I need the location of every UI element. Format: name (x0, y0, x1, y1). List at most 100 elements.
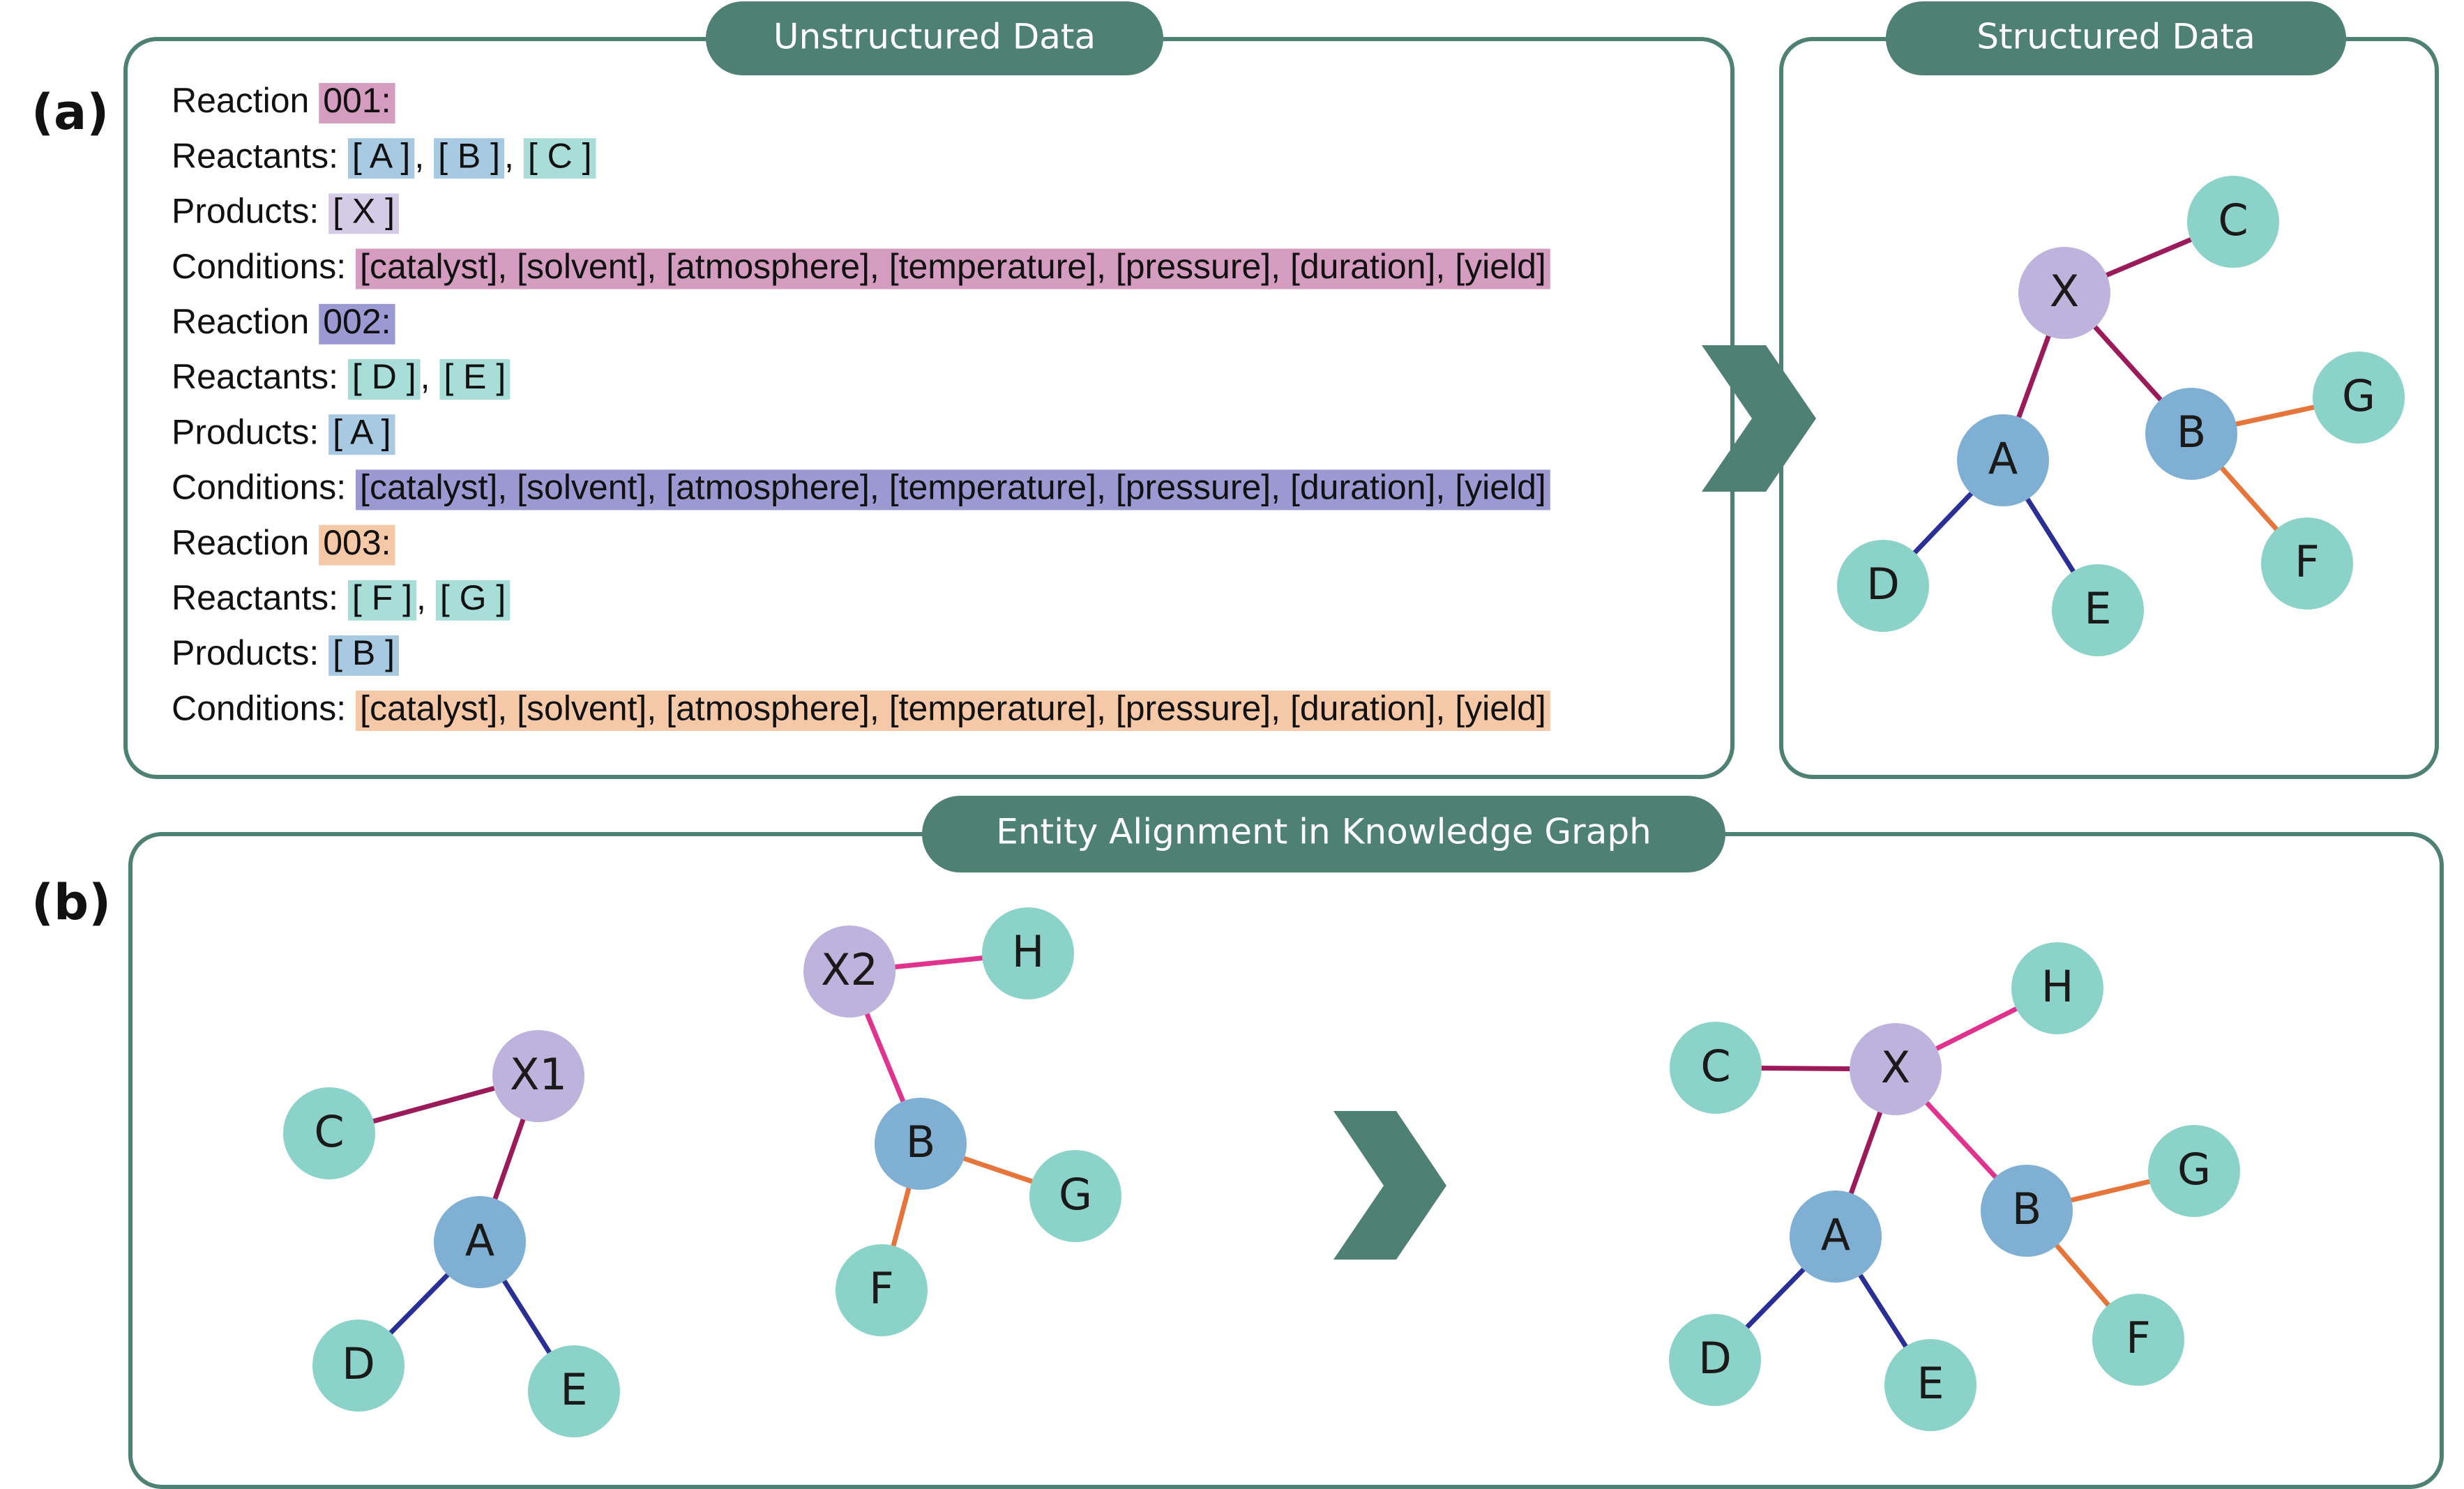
highlight-box (319, 83, 395, 123)
structured-data-title-pill: Structured Data (1886, 1, 2346, 75)
reaction-line: Reactants: [ A ], [ B ], [ C ] (172, 136, 596, 179)
panel-a-label: (a) (31, 84, 109, 141)
node-F (2261, 517, 2353, 610)
reaction-line: Conditions: [catalyst], [solvent], [atmo… (172, 468, 1550, 511)
line-label: Reaction (172, 302, 319, 341)
node-label-H: H (1012, 926, 1045, 977)
node-D (312, 1320, 405, 1412)
node-label-X: X (1881, 1042, 1910, 1093)
node-label-E: E (1917, 1358, 1944, 1409)
entity-alignment-frame (128, 832, 2444, 1489)
entity-alignment-title: Entity Alignment in Knowledge Graph (996, 812, 1652, 852)
node-label-G: G (1059, 1169, 1092, 1220)
node-C (1670, 1022, 1762, 1114)
node-B (875, 1098, 967, 1190)
node-A (434, 1196, 526, 1288)
reaction-text-block: Reaction 001: Reactants: [ A ], [ B ], [ … (172, 81, 1550, 732)
node-X2 (803, 925, 895, 1018)
line-label: , (421, 357, 440, 396)
highlighted-token: [ B ] (333, 633, 395, 672)
reaction-line: Conditions: [catalyst], [solvent], [atmo… (172, 247, 1550, 289)
node-E (1884, 1339, 1977, 1431)
unstructured-data-title: Unstructured Data (773, 17, 1096, 57)
reaction-line: Reaction 001: (172, 81, 395, 123)
node-G (2313, 352, 2405, 444)
highlight-box (439, 359, 511, 400)
node-label-F: F (2295, 536, 2320, 587)
highlight-box (319, 524, 395, 566)
line-label: Conditions: (172, 688, 356, 727)
entity-alignment-title-pill: Entity Alignment in Knowledge Graph (922, 796, 1725, 872)
highlighted-token: [ E ] (444, 357, 506, 396)
highlight-box (347, 359, 421, 400)
node-label-A: A (1988, 433, 2018, 484)
highlight-box (347, 580, 417, 621)
node-label-G: G (2342, 370, 2375, 421)
node-label-X1: X1 (510, 1049, 567, 1100)
reaction-line: Products: [ X ] (172, 192, 400, 234)
panel-b-label: (b) (31, 874, 111, 931)
node-label-B: B (906, 1117, 936, 1167)
node-label-E: E (2084, 583, 2111, 634)
highlighted-token: [ G ] (440, 578, 506, 617)
line-label: Reaction (172, 523, 319, 562)
node-B (2145, 388, 2237, 480)
line-label: Products: (172, 192, 328, 231)
highlight-box (356, 248, 1550, 289)
reaction-line: Products: [ B ] (172, 633, 400, 676)
highlighted-token: [ C ] (528, 136, 592, 175)
reaction-line: Reaction 003: (172, 523, 395, 566)
node-D (1837, 540, 1929, 632)
line-label: Products: (172, 412, 328, 451)
node-label-D: D (342, 1338, 375, 1389)
line-label: , (414, 136, 434, 175)
highlighted-token: [ B ] (438, 136, 500, 175)
unstructured-data-title-pill: Unstructured Data (706, 1, 1163, 75)
highlighted-token: [ F ] (352, 578, 412, 617)
structured-data-title: Structured Data (1977, 17, 2255, 57)
arrow-chevron-icon (1702, 345, 1816, 492)
node-label-C: C (2218, 195, 2248, 245)
highlight-box (319, 303, 395, 345)
node-label-G: G (2177, 1144, 2211, 1195)
line-label: Reactants: (172, 578, 348, 617)
node-label-B: B (2177, 407, 2207, 458)
node-E (528, 1345, 620, 1437)
line-label: Reactants: (172, 136, 348, 175)
node-label-H: H (2041, 961, 2074, 1012)
node-X (1850, 1023, 1942, 1115)
highlighted-token: [catalyst], [solvent], [atmosphere], [te… (360, 468, 1546, 507)
line-label: , (416, 578, 436, 617)
node-label-C: C (1700, 1041, 1730, 1091)
line-label: Products: (172, 633, 328, 672)
line-label: Conditions: (172, 247, 356, 286)
line-label: Reaction (172, 81, 319, 120)
arrow-chevron-icon (1333, 1111, 1446, 1260)
node-H (2011, 942, 2103, 1034)
node-label-X: X (2050, 266, 2079, 317)
highlight-box (434, 138, 505, 179)
node-E (2052, 564, 2144, 656)
node-D (1669, 1314, 1761, 1406)
node-F (836, 1244, 928, 1336)
node-label-X2: X2 (821, 944, 878, 995)
node-X (2018, 247, 2110, 339)
highlight-box (356, 469, 1550, 511)
node-F (2092, 1294, 2184, 1386)
highlighted-token: [ A ] (352, 136, 410, 175)
node-label-A: A (1821, 1209, 1850, 1260)
highlight-box (356, 690, 1550, 732)
highlighted-token: [ A ] (333, 412, 391, 451)
node-label-A: A (465, 1215, 494, 1266)
highlight-box (328, 414, 395, 455)
node-label-C: C (314, 1106, 344, 1157)
node-B (1981, 1165, 2073, 1257)
highlighted-token: [catalyst], [solvent], [atmosphere], [te… (360, 247, 1546, 286)
node-C (2187, 176, 2279, 268)
highlight-box (347, 138, 415, 179)
node-X1 (492, 1030, 584, 1122)
